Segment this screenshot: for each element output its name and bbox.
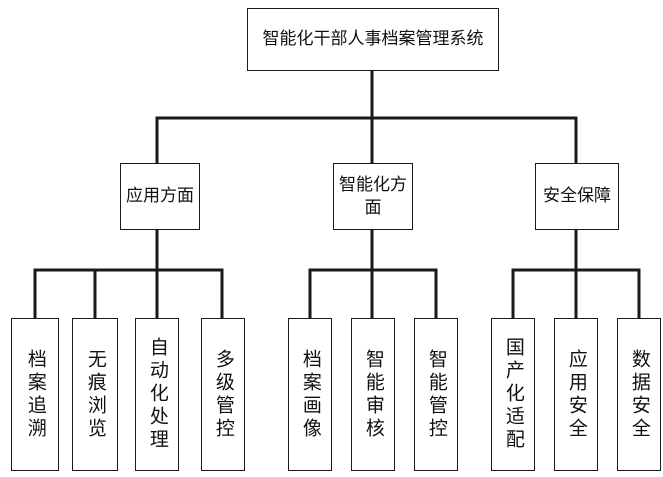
leaf-node: 自动化处理 [135,318,179,471]
leaf-node-label: 智能审核 [362,348,385,441]
leaf-node: 国产化适配 [491,318,535,471]
root-node: 智能化干部人事档案管理系统 [247,8,499,71]
category-node-label: 应用方面 [125,186,194,207]
category-node-label: 智能化方面 [338,174,407,218]
leaf-node: 档案追溯 [11,318,59,471]
leaf-node: 应用安全 [554,318,598,471]
leaf-node: 无痕浏览 [72,318,118,471]
leaf-node: 档案画像 [288,318,332,471]
leaf-node-label: 多级管控 [212,348,235,441]
leaf-node: 数据安全 [617,318,661,471]
leaf-node-label: 自动化处理 [146,337,169,452]
category-node-security: 安全保障 [535,163,619,230]
leaf-node-label: 智能管控 [425,348,448,441]
leaf-node-label: 档案画像 [299,348,322,441]
leaf-node-label: 数据安全 [628,348,651,441]
category-node-application: 应用方面 [120,163,200,230]
leaf-node: 多级管控 [201,318,245,471]
category-node-label: 安全保障 [542,186,611,207]
leaf-node-label: 档案追溯 [24,348,47,441]
category-node-intelligence: 智能化方面 [333,163,413,230]
leaf-node-label: 无痕浏览 [84,348,107,441]
root-node-label: 智能化干部人事档案管理系统 [262,29,484,50]
leaf-node-label: 国产化适配 [502,337,525,452]
leaf-node-label: 应用安全 [565,348,588,441]
leaf-node: 智能审核 [351,318,395,471]
leaf-node: 智能管控 [414,318,458,471]
